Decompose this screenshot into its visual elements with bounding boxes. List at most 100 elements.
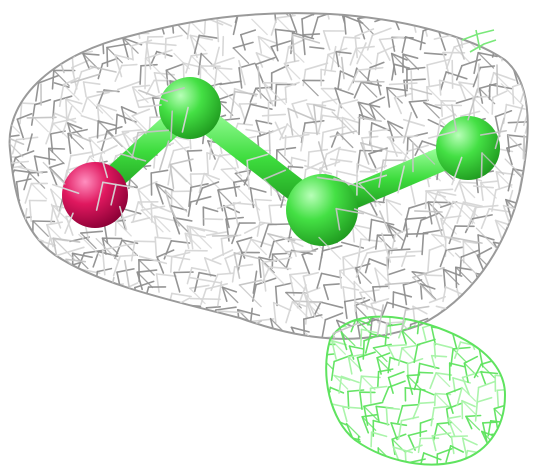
mesh-strand: [48, 300, 57, 323]
mesh-strand: [203, 218, 224, 221]
mesh-strand: [466, 330, 476, 351]
mesh-strand: [42, 161, 66, 185]
mesh-strand: [487, 318, 494, 339]
mesh-strand: [376, 352, 391, 359]
mesh-strand: [508, 268, 528, 277]
mesh-strand: [233, 252, 241, 279]
mesh-strand: [422, 468, 441, 471]
mesh-strand: [90, 353, 107, 359]
mesh-strand: [393, 97, 403, 115]
mesh-strand: [67, 122, 83, 130]
mesh-strand: [435, 119, 442, 142]
mesh-strand: [409, 87, 433, 95]
mesh-strand: [472, 16, 480, 33]
mesh-strand: [125, 357, 132, 377]
mesh-strand: [368, 103, 377, 121]
mesh-strand: [461, 399, 476, 408]
mesh-strand: [65, 98, 68, 122]
mesh-strand: [172, 146, 190, 152]
mesh-strand: [500, 277, 510, 310]
mesh-strand: [33, 305, 50, 323]
mesh-strand: [191, 266, 208, 272]
mesh-strand: [106, 350, 120, 357]
mesh-strand: [288, 13, 298, 34]
mesh-strand: [0, 170, 1, 190]
mesh-strand: [343, 311, 355, 312]
mesh-strand: [71, 17, 89, 34]
mesh-strand: [508, 252, 526, 269]
mesh-strand: [249, 87, 257, 103]
mesh-strand: [368, 200, 378, 216]
mesh-strand: [360, 142, 370, 165]
mesh-strand: [461, 437, 478, 446]
mesh-strand: [392, 291, 395, 309]
mesh-strand: [219, 153, 243, 177]
mesh-strand: [318, 337, 323, 339]
mesh-strand: [216, 310, 224, 337]
mesh-strand: [461, 370, 483, 379]
mesh-strand: [34, 286, 57, 295]
mesh-strand: [509, 401, 511, 417]
mesh-strand: [28, 13, 32, 21]
mesh-strand: [52, 117, 77, 125]
mesh-strand: [81, 0, 100, 1]
mesh-strand: [18, 236, 35, 241]
mesh-strand: [184, 232, 202, 250]
mesh-strand: [49, 112, 56, 134]
mesh-strand: [11, 218, 29, 236]
mesh-strand: [42, 255, 48, 277]
mesh-strand: [69, 325, 91, 330]
mesh-strand: [234, 90, 258, 96]
mesh-strand: [439, 113, 457, 121]
mesh-strand: [371, 317, 394, 327]
mesh-strand: [302, 68, 307, 87]
mesh-strand: [465, 415, 473, 430]
mesh-strand: [404, 216, 427, 220]
mesh-strand: [52, 264, 72, 273]
mesh-strand: [238, 62, 256, 69]
mesh-strand: [360, 375, 381, 379]
mesh-strand: [356, 351, 376, 359]
mesh-strand: [483, 0, 491, 11]
mesh-strand: [21, 354, 42, 357]
mesh-strand: [438, 13, 456, 15]
mesh-strand: [9, 30, 17, 51]
mesh-strand: [403, 78, 427, 82]
mesh-strand: [257, 66, 262, 99]
mesh-strand: [65, 98, 83, 105]
mesh-strand: [386, 323, 404, 327]
mesh-strand: [86, 97, 104, 114]
mesh-strand: [254, 198, 261, 222]
mesh-strand: [356, 42, 367, 65]
mesh-strand: [508, 362, 510, 376]
mesh-strand: [196, 324, 200, 339]
mesh-strand: [327, 462, 332, 465]
mesh-strand: [392, 468, 405, 472]
mesh-strand: [463, 316, 479, 319]
mesh-strand: [24, 328, 48, 339]
mesh-strand: [417, 437, 422, 454]
mesh-strand: [276, 149, 293, 167]
mesh-strand: [327, 53, 345, 71]
mesh-strand: [149, 13, 153, 23]
mesh-strand: [221, 286, 228, 303]
mesh-strand: [419, 283, 423, 300]
mesh-strand: [309, 46, 325, 50]
mesh-strand: [492, 344, 500, 359]
mesh-strand: [445, 402, 463, 410]
mesh-strand: [287, 46, 305, 63]
mesh-strand: [326, 452, 333, 465]
mesh-strand: [130, 344, 136, 361]
mesh-strand: [140, 63, 158, 67]
mesh-strand: [99, 336, 118, 339]
mesh-strand: [268, 240, 275, 259]
mesh-strand: [481, 152, 505, 176]
mesh-strand: [208, 350, 224, 357]
mesh-strand: [260, 223, 270, 248]
mesh-strand: [9, 160, 30, 165]
mesh-strand: [336, 103, 341, 120]
mesh-strand: [9, 199, 20, 217]
mesh-strand: [506, 143, 522, 149]
mesh-strand: [479, 342, 497, 344]
